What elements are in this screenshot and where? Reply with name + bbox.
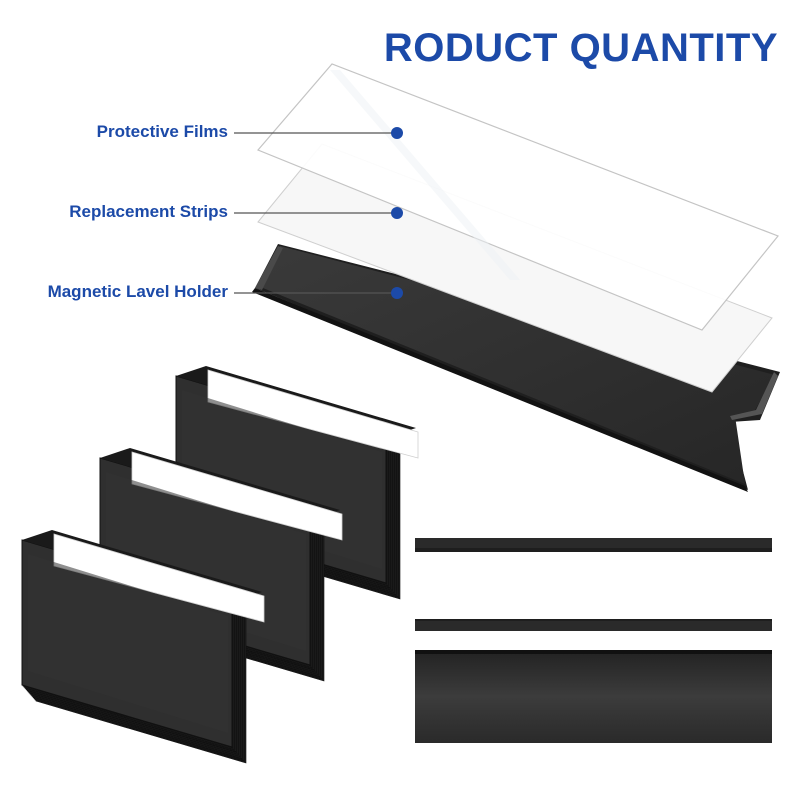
callout-lines: [234, 127, 403, 299]
magnetic-holder-exploded: [252, 244, 780, 492]
callout-label-replacement-strips: Replacement Strips: [69, 202, 228, 221]
dot-marker-icon: [391, 127, 403, 139]
flat-holder-with-strip: [415, 538, 772, 631]
flat-holder-empty: [415, 650, 772, 743]
holder-stacks: [21, 366, 419, 764]
callout-label-magnetic-holder: Magnetic Lavel Holder: [47, 282, 228, 301]
replacement-strip-exploded: [257, 143, 773, 393]
dot-marker-icon: [391, 207, 403, 219]
dot-marker-icon: [391, 287, 403, 299]
callout-label-protective-films: Protective Films: [96, 122, 228, 141]
page-title: RODUCT QUANTITY: [383, 26, 778, 70]
protective-film-exploded: [257, 63, 779, 331]
holder-stack-front: [21, 530, 265, 764]
